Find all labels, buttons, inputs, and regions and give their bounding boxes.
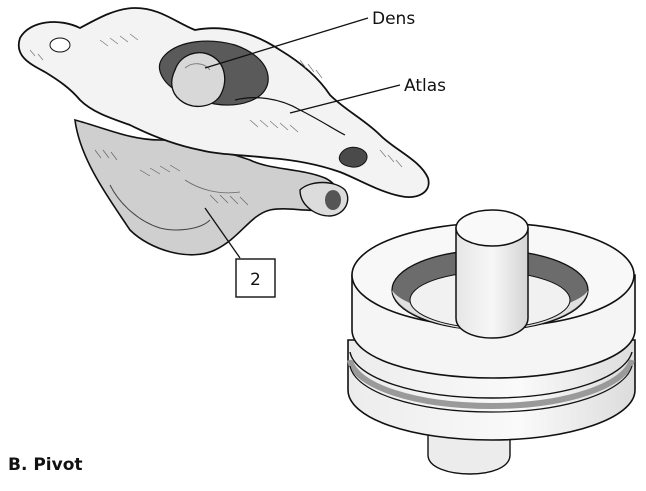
atlas-label: Atlas	[404, 76, 446, 96]
dens-label: Dens	[372, 9, 415, 29]
number-box-label: 2	[250, 270, 261, 290]
dens-shape	[172, 53, 225, 107]
figure-caption: B. Pivot	[8, 455, 83, 475]
number-box: 2	[236, 259, 275, 297]
pivot-model	[348, 210, 635, 474]
